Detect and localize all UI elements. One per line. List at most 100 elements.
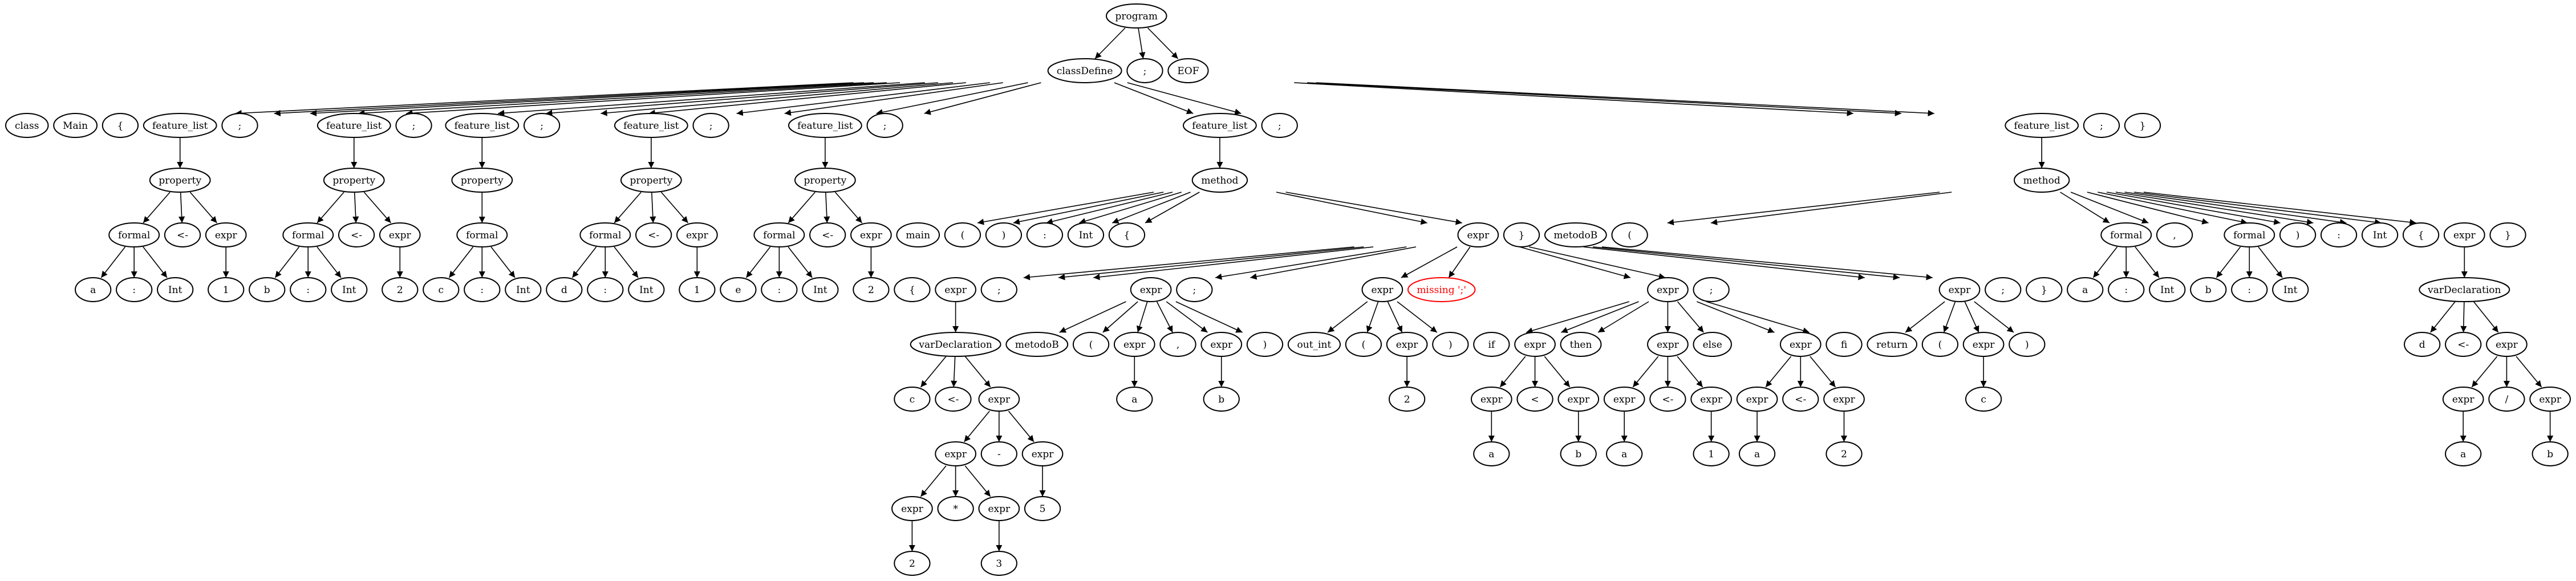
- node-label: 2: [1404, 394, 1410, 405]
- node-ellipse: [794, 168, 856, 193]
- node-label: formal: [2233, 230, 2265, 241]
- tree-node: :: [290, 277, 327, 302]
- node-label: ): [2296, 230, 2300, 241]
- tree-edge: [1597, 301, 1649, 333]
- node-label: ;: [2100, 120, 2103, 132]
- tree-node: main: [896, 222, 940, 247]
- node-label: d: [561, 285, 567, 296]
- node-label: b: [2547, 449, 2553, 460]
- node-label: expr: [215, 230, 238, 241]
- node-label: 1: [1708, 449, 1714, 460]
- node-label: a: [2460, 449, 2466, 460]
- node-label: metodoB: [1553, 230, 1597, 241]
- tree-node: classDefine: [1047, 58, 1122, 83]
- tree-node: property: [451, 168, 513, 193]
- node-ellipse: [1024, 496, 1061, 521]
- tree-node: expr: [978, 496, 1020, 521]
- node-label: <: [1531, 394, 1539, 405]
- node-label: return: [1876, 339, 1908, 351]
- tree-node: ): [2279, 222, 2317, 247]
- node-label: :: [306, 285, 310, 296]
- tree-node: metodoB: [1544, 222, 1607, 247]
- node-ellipse: [164, 222, 201, 247]
- tree-node: ;: [523, 113, 561, 138]
- node-ellipse: [2361, 222, 2399, 247]
- tree-node: expr: [935, 277, 976, 302]
- node-label: ;: [997, 285, 1001, 296]
- node-label: formal: [292, 230, 324, 241]
- node-label: method: [2023, 175, 2060, 186]
- node-ellipse: [2486, 332, 2528, 357]
- node-ellipse: [379, 222, 421, 247]
- tree-edge: [784, 82, 1003, 116]
- node-ellipse: [249, 277, 286, 302]
- tree-node: expr: [1470, 387, 1512, 412]
- node-label: expr: [1657, 339, 1680, 351]
- node-label: expr: [988, 394, 1011, 405]
- tree-node: expr: [1736, 387, 1778, 412]
- node-ellipse: [1473, 332, 1510, 357]
- node-ellipse: [1693, 277, 1730, 302]
- node-label: expr: [2452, 394, 2475, 405]
- tree-edge: [951, 356, 958, 388]
- node-ellipse: [853, 277, 890, 302]
- node-label: ;: [709, 120, 713, 132]
- tree-node: :: [464, 277, 501, 302]
- node-label: 1: [223, 285, 229, 296]
- tree-edge: [358, 82, 887, 116]
- tree-node: :: [1026, 222, 1064, 247]
- node-ellipse: [395, 113, 432, 138]
- node-ellipse: [1823, 387, 1865, 412]
- node-ellipse: [1921, 332, 1959, 357]
- node-label: Int: [813, 285, 827, 296]
- node-ellipse: [2224, 222, 2275, 247]
- node-label: varDeclaration: [918, 339, 992, 351]
- tree-edge: [1111, 192, 1191, 224]
- node-ellipse: [1560, 332, 1602, 357]
- tree-node: expr: [1557, 387, 1600, 412]
- node-label: expr: [389, 230, 412, 241]
- node-ellipse: [423, 277, 460, 302]
- tree-node: property: [149, 168, 211, 193]
- tree-edge: [650, 192, 656, 224]
- tree-edge: [601, 82, 954, 116]
- tree-node: expr: [1514, 332, 1556, 357]
- node-ellipse: [53, 113, 98, 138]
- node-ellipse: [788, 113, 862, 138]
- node-label: expr: [686, 230, 709, 241]
- tree-node: expr: [891, 496, 933, 521]
- tree-node: <-: [338, 222, 375, 247]
- node-ellipse: [1159, 332, 1196, 357]
- tree-node: varDeclaration: [2419, 277, 2510, 302]
- node-ellipse: [978, 496, 1020, 521]
- node-ellipse: [1611, 222, 1648, 247]
- tree-edge: [1079, 192, 1182, 225]
- node-label: Int: [2373, 230, 2387, 241]
- tree-edge: [964, 411, 990, 442]
- node-ellipse: [1779, 332, 1822, 357]
- node-label: expr: [1372, 285, 1394, 296]
- node-ellipse: [985, 222, 1023, 247]
- node-ellipse: [338, 222, 375, 247]
- node-ellipse: [2009, 332, 2046, 357]
- tree-edge: [2430, 301, 2456, 333]
- tree-node: ;: [1176, 277, 1213, 302]
- node-label: <-: [177, 230, 188, 241]
- node-ellipse: [331, 277, 368, 302]
- node-ellipse: [894, 387, 931, 412]
- node-label: if: [1488, 339, 1495, 351]
- tree-node: expr: [1021, 441, 1064, 466]
- tree-node: b: [2190, 277, 2227, 302]
- node-label: -: [997, 449, 1001, 460]
- tree-node: b: [249, 277, 286, 302]
- node-label: expr: [1210, 339, 1233, 351]
- node-label: Int: [516, 285, 530, 296]
- node-label: formal: [118, 230, 150, 241]
- node-label: feature_list: [2014, 120, 2070, 132]
- tree-edge: [1905, 301, 1945, 333]
- tree-node: expr: [978, 387, 1020, 412]
- node-label: ,: [1177, 339, 1179, 351]
- node-ellipse: [1072, 332, 1110, 357]
- tree-edge: [1710, 192, 1952, 226]
- tree-edge: [2258, 246, 2283, 278]
